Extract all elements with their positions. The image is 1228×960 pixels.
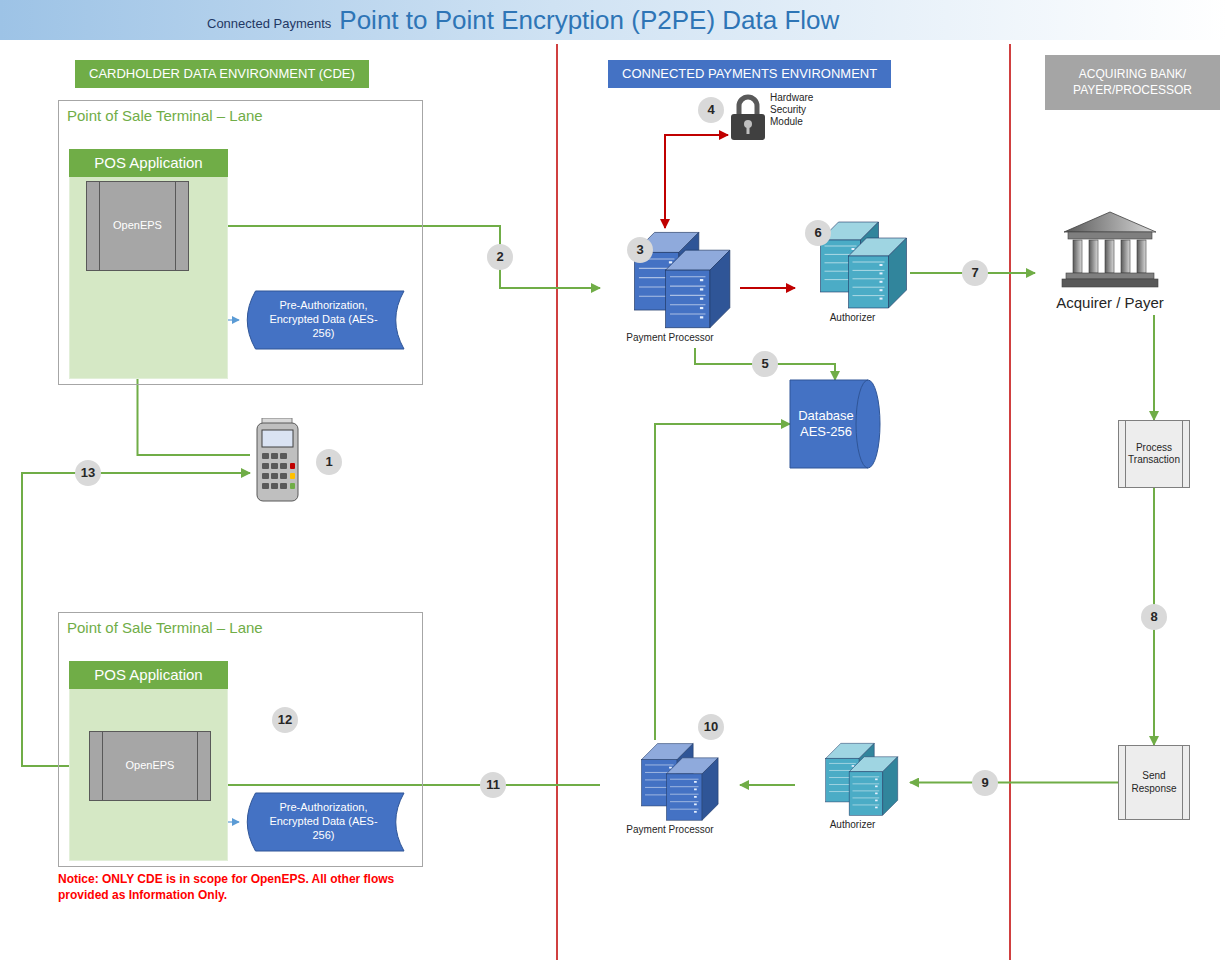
server-icon: Authorizer [795,740,910,835]
step-label: Send Response [1129,770,1179,795]
zone-title: ACQUIRING BANK/ PAYER/PROCESSOR [1059,67,1206,98]
server-icon: Payment Processor [600,228,740,348]
callout-number: 5 [752,351,778,377]
callout-number: 4 [698,97,724,123]
flow-arrow [655,424,790,740]
process-box: Send Response [1118,745,1190,820]
step-label: Process Transaction [1128,442,1180,467]
callout-number: 8 [1141,604,1167,630]
flow-arrow [910,782,1118,784]
icon-caption: Payment Processor [626,332,713,343]
callout-number: 2 [487,244,513,270]
callout-number: 3 [627,237,653,263]
server-icon: Payment Processor [600,740,740,840]
callout-number: 11 [480,772,506,798]
zone-header: CONNECTED PAYMENTS ENVIRONMENT [608,60,891,88]
zone-header: CARDHOLDER DATA ENVIRONMENT (CDE) [75,60,369,88]
process-bar [197,732,198,800]
flow-arrow [665,135,728,228]
terminal-illustration [250,418,305,503]
server-illustration [795,740,910,817]
zone-separator [556,44,558,960]
flow-arrow [228,821,239,822]
icon-caption: Hardware Security Module [770,92,828,128]
terminal-lane: Point of Sale Terminal – LanePOS Applica… [58,100,423,385]
process-label: OpenEPS [113,219,162,233]
scope-notice: Notice: ONLY CDE is in scope for OpenEPS… [58,872,438,903]
process-bar [102,732,103,800]
zone-header: ACQUIRING BANK/ PAYER/PROCESSOR [1045,55,1220,110]
header-bar: Connected Payments Point to Point Encrypt… [0,0,1228,40]
process-bar [1125,421,1126,487]
database-cylinder: Database AES-256 [790,380,880,468]
process-label: OpenEPS [126,759,175,773]
icon-caption: Authorizer [830,312,876,323]
process-bar [1125,746,1126,819]
process-box: Process Transaction [1118,420,1190,488]
application-panel: POS ApplicationOpenEPS [69,661,228,861]
callout-number: 10 [698,714,724,740]
process-box: OpenEPS [89,731,211,801]
application-panel: POS ApplicationOpenEPS [69,149,228,379]
panel-title: POS Application [69,149,228,177]
callout-number: 6 [805,220,831,246]
server-illustration [600,228,740,330]
lock-illustration [728,92,768,142]
process-bar [175,182,176,270]
terminal-lane: Point of Sale Terminal – LanePOS Applica… [58,612,423,867]
flow-arrow [1153,315,1155,420]
server-illustration [600,740,740,822]
callout-number: 9 [972,770,998,796]
flow-arrow [228,319,239,320]
lane-title: Point of Sale Terminal – Lane [67,107,263,124]
zone-separator [1009,44,1011,960]
process-bar [99,182,100,270]
panel-title: POS Application [69,661,228,689]
card-terminal: 1 [250,418,350,508]
flow-arrow [695,348,835,380]
section-tag: Connected Payments [207,16,331,31]
diagram-title: Point to Point Encryption (P2PE) Data Fl… [339,5,839,36]
bank-icon: Acquirer / Payer [1035,210,1185,315]
callout-number: 7 [962,260,988,286]
lane-title: Point of Sale Terminal – Lane [67,619,263,636]
database-label: Database AES-256 [796,408,856,441]
zone-title: CONNECTED PAYMENTS ENVIRONMENT [622,66,877,83]
bank-illustration [1060,210,1160,288]
process-bar [1182,746,1183,819]
callout-number: 13 [75,460,101,486]
icon-caption: Acquirer / Payer [1056,294,1164,311]
icon-caption: Authorizer [830,819,876,830]
title-row: Connected Payments Point to Point Encrypt… [207,0,839,40]
callout-number: 1 [316,449,342,475]
process-bar [1182,421,1183,487]
process-box: OpenEPS [86,181,189,271]
security-module: Hardware Security Module [728,92,832,147]
store-label: Pre-Authorization, Encrypted Data (AES-2… [265,801,382,842]
flow-arrow [740,287,795,289]
data-store: Pre-Authorization, Encrypted Data (AES-2… [239,793,404,851]
zone-title: CARDHOLDER DATA ENVIRONMENT (CDE) [89,66,355,83]
callout-number: 12 [272,707,298,733]
icon-caption: Payment Processor [626,824,713,835]
store-label: Pre-Authorization, Encrypted Data (AES-2… [265,299,382,340]
flow-arrow [189,226,600,288]
flow-arrow [740,784,795,786]
data-store: Pre-Authorization, Encrypted Data (AES-2… [239,291,404,349]
flow-arrow [211,784,600,786]
